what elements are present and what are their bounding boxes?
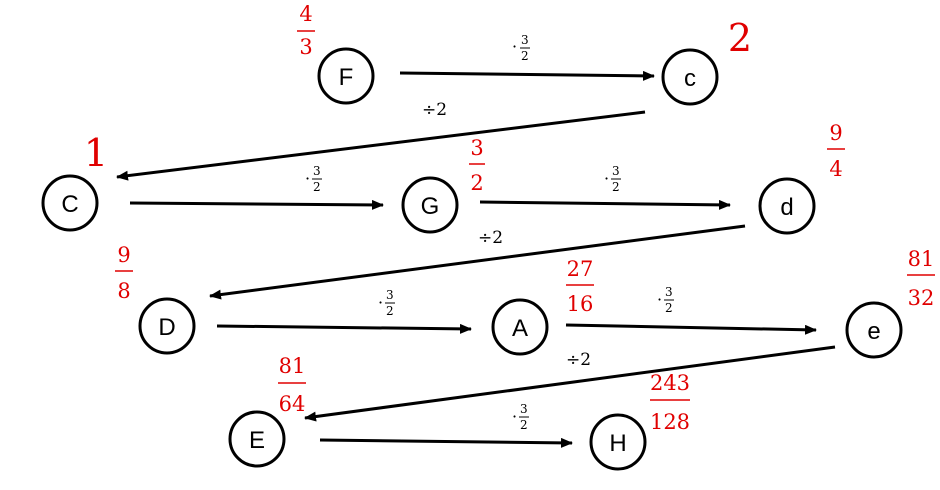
node-label: A <box>512 315 528 342</box>
edge-arrow <box>129 199 384 210</box>
divide-label: ÷2 <box>422 100 447 120</box>
fraction-denominator: 2 <box>521 49 529 63</box>
edge-C-to-G: · 3 2 <box>129 164 384 210</box>
value-numerator: 81 <box>908 247 935 271</box>
node-c: c 2 <box>661 16 752 106</box>
value-numerator: 4 <box>299 2 312 26</box>
edge-f-to-c: · 3 2 <box>399 33 655 81</box>
node-circle <box>138 297 196 355</box>
value-numerator: 27 <box>567 257 594 281</box>
fraction-denominator: 2 <box>520 418 528 432</box>
node-D: D 9 8 <box>115 243 196 355</box>
node-d: d 9 4 <box>758 121 845 235</box>
value-denominator: 2 <box>470 171 483 195</box>
value-numerator: 243 <box>650 371 690 395</box>
value-denominator: 64 <box>279 392 306 416</box>
value-denominator: 4 <box>829 157 842 181</box>
edge-E-to-H: · 3 2 <box>319 402 573 448</box>
fraction-denominator: 2 <box>386 304 394 318</box>
node-label: H <box>609 430 626 457</box>
value-numerator: 81 <box>279 354 306 378</box>
value-numerator: 9 <box>829 121 842 145</box>
value-denominator: 128 <box>650 410 690 434</box>
node-circle <box>661 48 719 106</box>
multiply-dot: · <box>657 290 662 309</box>
edge-arrow <box>209 224 746 300</box>
value-numerator: 3 <box>470 136 483 160</box>
node-E: E 81 64 <box>228 354 306 468</box>
edge-D-to-A: · 3 2 <box>216 288 472 334</box>
fraction-denominator: 2 <box>665 301 673 315</box>
node-e: e 81 32 <box>845 247 935 359</box>
value-denominator: 3 <box>299 35 312 59</box>
edge-arrow <box>479 199 731 210</box>
fraction-numerator: 3 <box>521 33 529 47</box>
node-circle <box>317 47 375 105</box>
multiply-dot: · <box>378 293 383 312</box>
edge-arrow <box>116 110 646 181</box>
node-label: d <box>780 194 793 221</box>
node-circle <box>228 410 286 468</box>
fraction-numerator: 3 <box>386 288 394 302</box>
edge-A-to-e: · 3 2 <box>565 285 817 335</box>
edge-arrow <box>319 437 573 448</box>
edge-d-to-D: ÷2 <box>209 224 746 300</box>
edge-G-to-d: · 3 2 <box>479 164 731 210</box>
fraction-denominator: 2 <box>313 180 321 194</box>
node-circle <box>491 298 549 356</box>
multiply-dot: · <box>512 37 517 56</box>
fraction-numerator: 3 <box>665 285 673 299</box>
multiply-dot: · <box>604 169 609 188</box>
node-circle <box>41 174 99 232</box>
node-circle <box>401 176 459 234</box>
node-label: G <box>421 193 440 220</box>
node-label: c <box>684 65 696 92</box>
value-numerator: 9 <box>117 243 130 267</box>
fraction-numerator: 3 <box>313 164 321 178</box>
node-H: H 243 128 <box>589 371 690 471</box>
value-denominator: 32 <box>908 286 935 310</box>
divide-label: ÷2 <box>478 228 503 248</box>
edge-e-to-E: ÷2 <box>304 345 836 422</box>
multiply-dot: · <box>305 169 310 188</box>
node-circle <box>589 413 647 471</box>
node-C: C 1 <box>41 131 108 232</box>
value-denominator: 8 <box>117 279 130 303</box>
node-circle <box>758 177 816 235</box>
node-circle <box>845 301 903 359</box>
divide-label: ÷2 <box>566 350 591 370</box>
value-denominator: 16 <box>567 292 594 316</box>
fraction-numerator: 3 <box>520 402 528 416</box>
edge-arrow <box>304 345 836 422</box>
multiply-dot: · <box>512 407 517 426</box>
edge-arrow <box>565 323 817 335</box>
edge-arrow <box>399 70 655 81</box>
fraction-numerator: 3 <box>612 164 620 178</box>
node-label: F <box>339 64 354 91</box>
fraction-denominator: 2 <box>612 180 620 194</box>
node-label: D <box>158 314 175 341</box>
value-whole: 1 <box>84 131 108 175</box>
node-G: G 3 2 <box>401 136 485 234</box>
node-label: e <box>867 318 880 345</box>
edge-arrow <box>216 323 472 334</box>
value-whole: 2 <box>728 16 752 60</box>
edge-c-to-C: ÷2 <box>116 100 646 181</box>
node-label: C <box>61 191 78 218</box>
node-F: F 4 3 <box>297 2 375 105</box>
node-A: A 27 16 <box>491 257 594 356</box>
node-label: E <box>249 427 265 454</box>
